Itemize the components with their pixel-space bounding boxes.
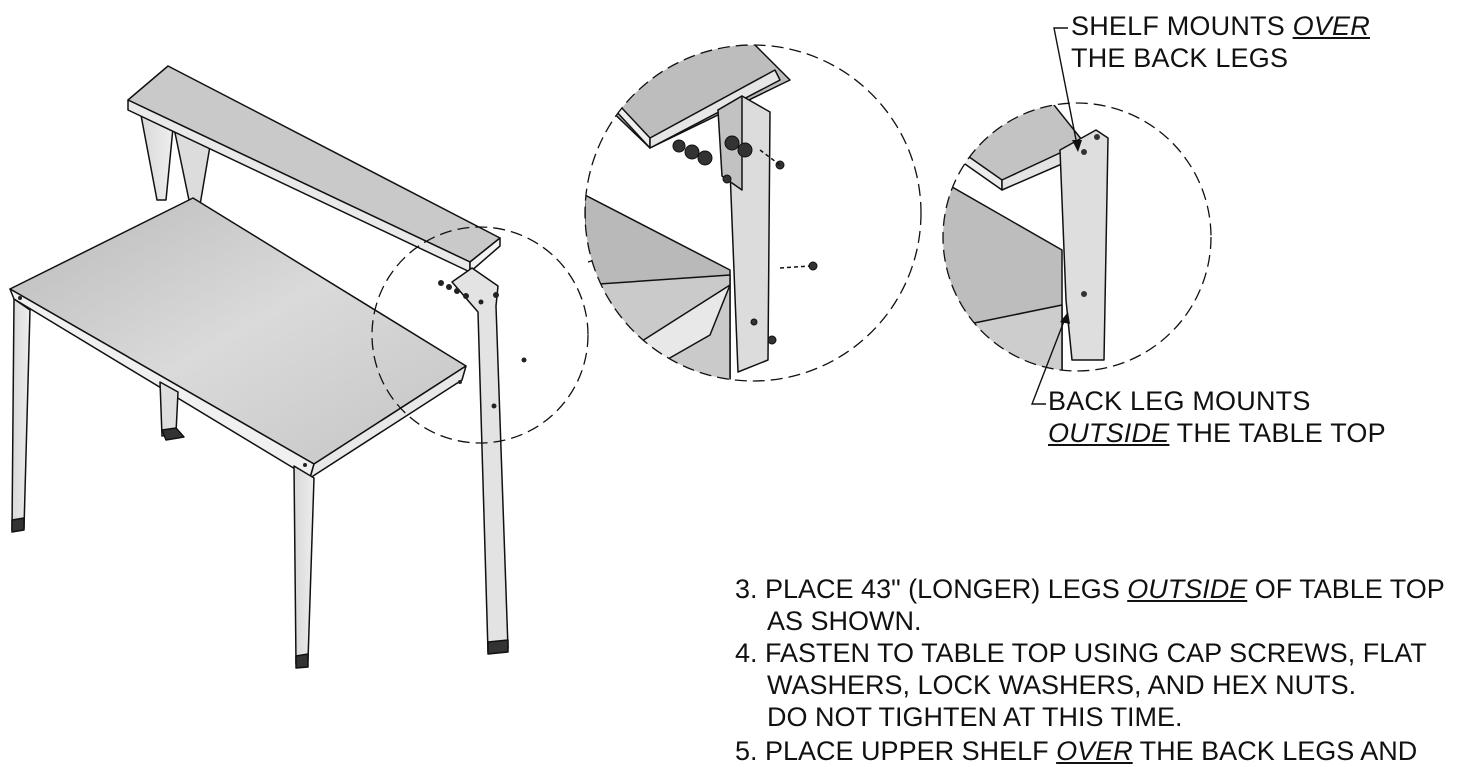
step5-prefix: 5. PLACE UPPER SHELF — [735, 736, 1057, 766]
callout-leg-suffix: THE TABLE TOP — [1169, 418, 1386, 448]
assembly-diagram — [9, 27, 1212, 669]
assembly-instructions: 3. PLACE 43" (LONGER) LEGS OUTSIDE OF TA… — [735, 573, 1445, 767]
step3-suffix: OF TABLE TOP — [1247, 574, 1445, 604]
step4-line3: DO NOT TIGHTEN AT THIS TIME. — [767, 702, 1183, 732]
callout-leg-emphasis: OUTSIDE — [1048, 418, 1170, 448]
leader-back-leg — [1030, 315, 1067, 405]
leader-shelf — [1053, 27, 1079, 151]
callout-leg-line1: BACK LEG MOUNTS — [1048, 386, 1311, 416]
step5-emphasis: OVER — [1056, 736, 1133, 766]
callout-shelf-line2: THE BACK LEGS — [1071, 43, 1289, 73]
step3-emphasis: OUTSIDE — [1127, 574, 1248, 604]
callout-shelf-emphasis: OVER — [1292, 11, 1370, 41]
upper-shelf — [127, 65, 501, 273]
step3-prefix: 3. PLACE 43" (LONGER) LEGS — [735, 574, 1128, 604]
step-4: 4. FASTEN TO TABLE TOP USING CAP SCREWS,… — [735, 638, 1427, 668]
detail-circle-main — [371, 226, 589, 444]
table-top — [9, 197, 467, 479]
callout-back-leg-mounts: BACK LEG MOUNTS OUTSIDE THE TABLE TOP — [1048, 385, 1386, 449]
front-leg-right — [293, 465, 315, 665]
step-5: 5. PLACE UPPER SHELF OVER THE BACK LEGS … — [735, 735, 1445, 767]
callout-shelf-prefix: SHELF MOUNTS — [1071, 11, 1293, 41]
front-leg-left — [11, 298, 31, 531]
workbench-illustration — [9, 65, 527, 669]
step-3: 3. PLACE 43" (LONGER) LEGS OUTSIDE OF TA… — [735, 573, 1445, 605]
detail-view-fasteners — [584, 44, 922, 382]
step5-suffix: THE BACK LEGS AND — [1132, 736, 1418, 766]
long-back-leg-right — [451, 267, 509, 653]
step3-line2: AS SHOWN. — [767, 606, 922, 636]
step4-line2: WASHERS, LOCK WASHERS, AND HEX NUTS. — [767, 670, 1357, 700]
fasteners-main — [18, 280, 527, 467]
callout-shelf-mounts: SHELF MOUNTS OVER THE BACK LEGS — [1071, 10, 1370, 74]
